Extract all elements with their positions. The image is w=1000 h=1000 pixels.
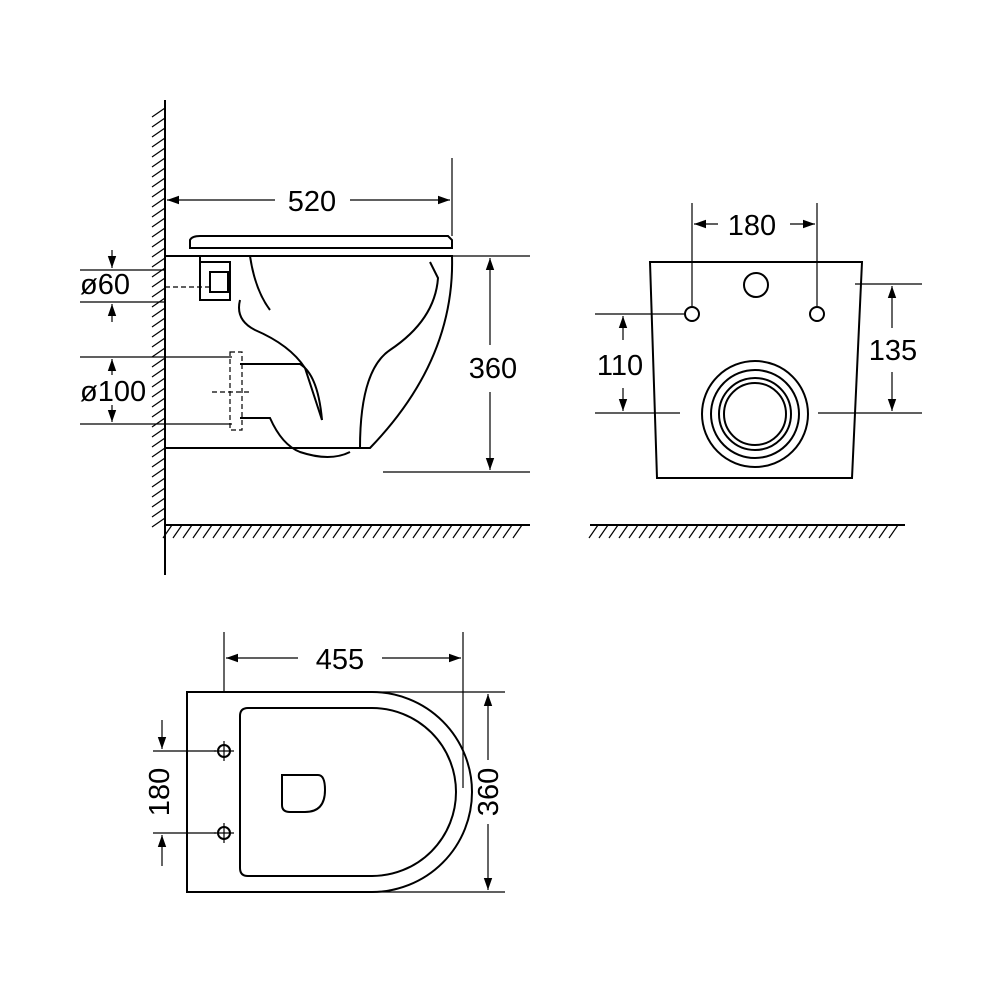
side-view: 520 360 ø60 ø100 bbox=[80, 100, 530, 575]
bolt-cross-upper bbox=[214, 741, 234, 761]
dimension-inlet: ø60 bbox=[80, 250, 165, 322]
floor-front bbox=[588, 524, 905, 539]
top-width-label: 360 bbox=[473, 768, 505, 816]
inlet-hole bbox=[743, 272, 769, 298]
toilet-top bbox=[186, 691, 473, 893]
top-bolt-spacing-label: 180 bbox=[144, 768, 176, 816]
inlet-label: ø60 bbox=[80, 269, 130, 301]
toilet-front bbox=[648, 261, 864, 479]
side-height-label: 360 bbox=[469, 353, 517, 385]
dimension-bolt-spacing-top: 180 bbox=[144, 720, 216, 866]
dimension-bolt-spacing-front: 180 bbox=[691, 203, 818, 306]
outlet-opening bbox=[701, 360, 809, 468]
dimension-width-side: 520 bbox=[167, 158, 453, 236]
top-view: 455 360 180 bbox=[144, 632, 505, 893]
toilet-seat bbox=[189, 235, 453, 249]
toilet-bowl-side bbox=[165, 255, 454, 458]
inlet-height-label: 135 bbox=[869, 335, 917, 367]
dimension-bolt-height: 110 bbox=[595, 313, 684, 414]
flush-opening bbox=[281, 774, 327, 813]
dimension-outlet: ø100 bbox=[80, 356, 232, 425]
top-length-label: 455 bbox=[316, 644, 364, 676]
dimension-inlet-height: 135 bbox=[818, 283, 922, 414]
bolt-hole-right bbox=[809, 306, 825, 322]
dimension-height-side: 360 bbox=[383, 255, 530, 473]
front-view: 180 110 135 bbox=[588, 203, 922, 539]
front-bolt-spacing-label: 180 bbox=[728, 210, 776, 242]
dimension-width-top: 360 bbox=[372, 691, 505, 893]
side-width-label: 520 bbox=[288, 186, 336, 218]
floor-side bbox=[162, 524, 530, 539]
bolt-cross-lower bbox=[214, 823, 234, 843]
bolt-height-label: 110 bbox=[597, 350, 643, 382]
wall bbox=[151, 100, 166, 575]
seat-outline bbox=[239, 707, 457, 877]
outlet-label: ø100 bbox=[80, 376, 146, 408]
dimension-length-top: 455 bbox=[223, 632, 464, 788]
outer-outline bbox=[186, 691, 473, 893]
bolt-hole-left bbox=[684, 306, 700, 322]
